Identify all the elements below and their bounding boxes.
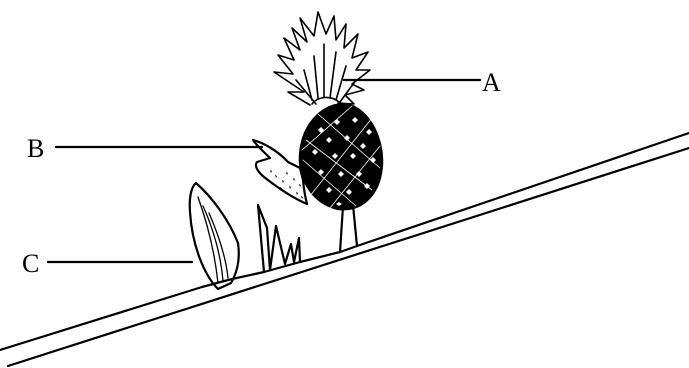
label-b: B (27, 136, 44, 162)
base-grass-shoots (258, 205, 300, 272)
pineapple-fruit (300, 104, 382, 209)
fruit-stalk (340, 205, 357, 252)
label-a: A (482, 70, 501, 96)
label-c: C (22, 251, 39, 277)
slip-shoot-b (253, 140, 307, 204)
basal-shoot-c (190, 183, 239, 289)
crown-a (274, 12, 370, 105)
